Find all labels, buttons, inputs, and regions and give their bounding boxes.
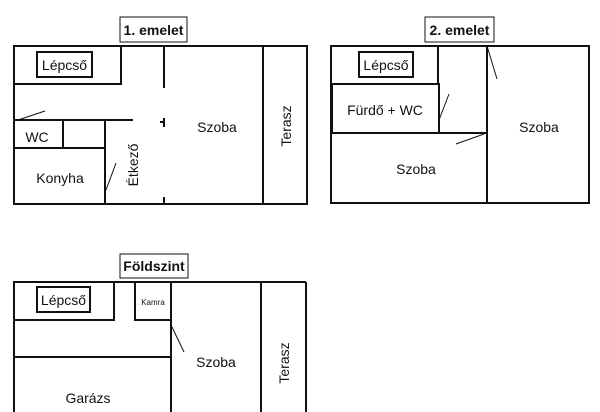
- stairs-label: Lépcső: [363, 57, 408, 73]
- stairs-label-box: [358, 51, 414, 78]
- room-label-garage: Garázs: [65, 390, 110, 406]
- floor-title-box: [119, 253, 189, 279]
- room-label-terrace: Terasz: [276, 342, 292, 383]
- floor-title: Földszint: [123, 258, 185, 274]
- floor-title: 1. emelet: [124, 22, 184, 38]
- room-label-room-left: Szoba: [396, 161, 436, 177]
- stairs-label-box: [36, 51, 93, 78]
- floor-title-box: [424, 16, 495, 43]
- door-swing: [486, 45, 498, 80]
- room-label-room: Szoba: [197, 119, 237, 135]
- door-swing: [17, 110, 46, 121]
- floor-plan-second-floor: 2. emelet Lépcső Fürdő + WC Szoba Szoba: [330, 16, 590, 204]
- room-label-dining: Étkező: [125, 143, 141, 186]
- stairs-label: Lépcső: [41, 292, 86, 308]
- floor-title: 2. emelet: [430, 22, 490, 38]
- room-label-bathroom: Fürdő + WC: [347, 102, 423, 118]
- outer-wall: [13, 45, 308, 205]
- door-swing: [170, 324, 185, 353]
- room-label-wc: WC: [25, 129, 48, 145]
- floor-plan-ground-floor: Földszint Lépcső Kamra Garázs Szoba Tera…: [13, 253, 307, 412]
- room-label-pantry: Kamra: [141, 298, 165, 307]
- stairs: [13, 45, 122, 85]
- room-label-room: Szoba: [196, 354, 236, 370]
- door-swing: [438, 93, 450, 121]
- stairs-label-box: [36, 286, 91, 313]
- door-swing: [455, 133, 485, 145]
- stairs: [13, 281, 115, 321]
- room-label-terrace: Terasz: [278, 105, 294, 146]
- room-label-room-right: Szoba: [519, 119, 559, 135]
- floor-plan-first-floor: 1. emelet Lépcső WC Konyha Étkező Szoba …: [13, 16, 308, 205]
- door-swing: [105, 162, 117, 191]
- stairs-label: Lépcső: [42, 57, 87, 73]
- floor-title-box: [119, 16, 188, 43]
- room-label-kitchen: Konyha: [36, 170, 84, 186]
